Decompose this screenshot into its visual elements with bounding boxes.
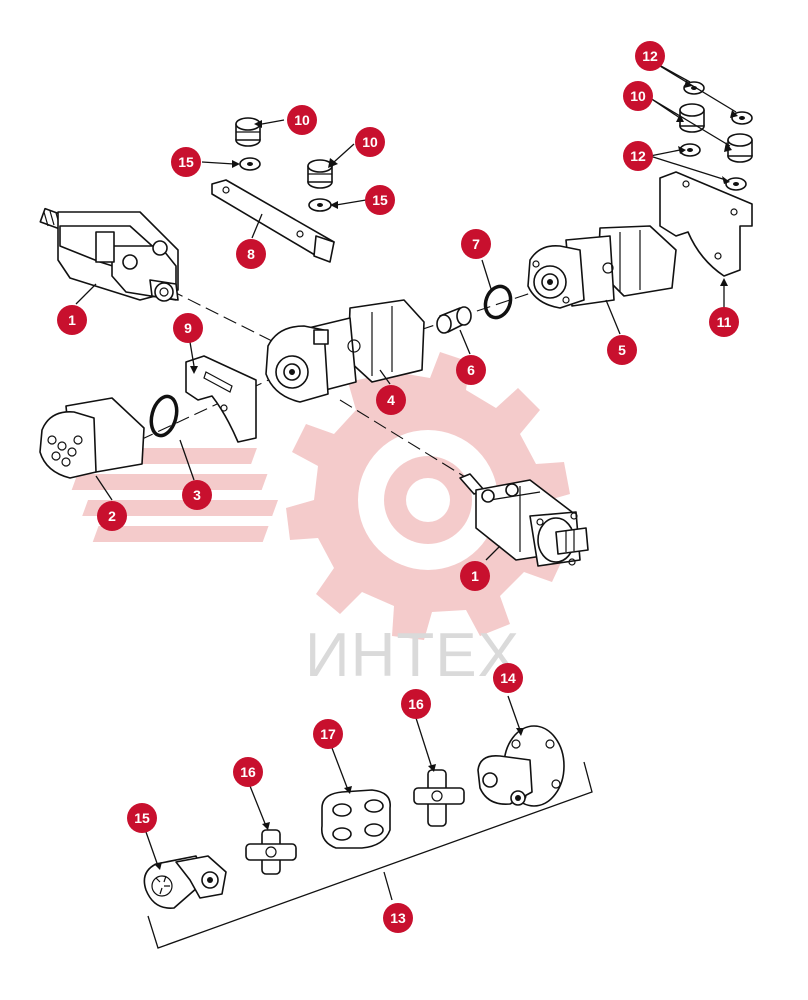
leader-lines — [75, 59, 738, 870]
callout-label: 15 — [134, 810, 150, 826]
callout-4: 4 — [376, 385, 406, 415]
mounting-bracket-left — [185, 355, 257, 443]
callout-1-upper: 1 — [57, 305, 87, 335]
callout-label: 16 — [240, 764, 256, 780]
callout-10-top: 10 — [287, 105, 317, 135]
tandem-pump-center — [265, 299, 425, 403]
callout-14: 14 — [493, 663, 523, 693]
rubber-mount-right-a — [679, 103, 705, 133]
callout-label: 10 — [294, 112, 310, 128]
gear-pump-right — [527, 225, 677, 309]
callout-label: 1 — [68, 312, 76, 328]
callout-label: 4 — [387, 392, 395, 408]
callout-label: 14 — [500, 670, 516, 686]
callout-2: 2 — [97, 501, 127, 531]
callout-label: 9 — [184, 320, 192, 336]
callout-1-lower: 1 — [460, 561, 490, 591]
o-ring-upper — [483, 284, 513, 320]
callout-12-lower: 12 — [623, 141, 653, 171]
callout-11: 11 — [709, 307, 739, 337]
callout-13: 13 — [383, 903, 413, 933]
callout-5: 5 — [607, 335, 637, 365]
callout-label: 3 — [193, 487, 201, 503]
intex-gear-watermark: ИНТЕХ — [61, 352, 570, 690]
hydraulic-motor-upper — [39, 207, 179, 302]
rubber-mount-top — [235, 117, 261, 147]
rubber-mount-mid — [307, 159, 333, 189]
center-yoke — [320, 789, 391, 849]
callout-10-right: 10 — [623, 81, 653, 111]
callout-15-shaft: 15 — [127, 803, 157, 833]
callout-label: 17 — [320, 726, 336, 742]
callout-6: 6 — [456, 355, 486, 385]
watermark-text: ИНТЕХ — [305, 621, 520, 690]
callout-label: 15 — [372, 192, 388, 208]
universal-joint-cross-left — [245, 829, 297, 875]
coupling-sleeve — [436, 306, 472, 334]
callout-label: 15 — [178, 154, 194, 170]
callout-9: 9 — [173, 313, 203, 343]
callout-16-right: 16 — [401, 689, 431, 719]
callout-15-mid: 15 — [365, 185, 395, 215]
callout-10-mid: 10 — [355, 127, 385, 157]
callout-label: 16 — [408, 696, 424, 712]
callout-label: 7 — [472, 236, 480, 252]
callout-16-left: 16 — [233, 757, 263, 787]
mounting-bracket-right — [659, 171, 753, 277]
gear-pump-left — [39, 397, 145, 479]
callout-label: 12 — [630, 148, 646, 164]
callout-label: 13 — [390, 910, 406, 926]
callout-3: 3 — [182, 480, 212, 510]
callout-12-top: 12 — [635, 41, 665, 71]
callout-label: 6 — [467, 362, 475, 378]
callout-7: 7 — [461, 229, 491, 259]
callout-label: 2 — [108, 508, 116, 524]
callout-17: 17 — [313, 719, 343, 749]
flange-yoke — [477, 725, 565, 807]
washer-top — [239, 157, 261, 171]
washer-mid — [308, 198, 332, 212]
callout-label: 1 — [471, 568, 479, 584]
hydraulic-motor-lower — [459, 473, 589, 567]
o-ring-lower — [149, 394, 179, 438]
bracket-line-13 — [147, 761, 593, 949]
callout-8: 8 — [236, 239, 266, 269]
callout-label: 11 — [717, 314, 732, 330]
callout-label: 10 — [362, 134, 378, 150]
callout-label: 10 — [630, 88, 646, 104]
callout-label: 8 — [247, 246, 255, 262]
universal-joint-cross-right — [413, 769, 465, 827]
callout-15-left: 15 — [171, 147, 201, 177]
callout-label: 5 — [618, 342, 626, 358]
support-strap — [211, 179, 335, 263]
washer-right-c — [725, 177, 747, 191]
callout-label: 12 — [642, 48, 658, 64]
rubber-mount-right-b — [727, 133, 753, 163]
